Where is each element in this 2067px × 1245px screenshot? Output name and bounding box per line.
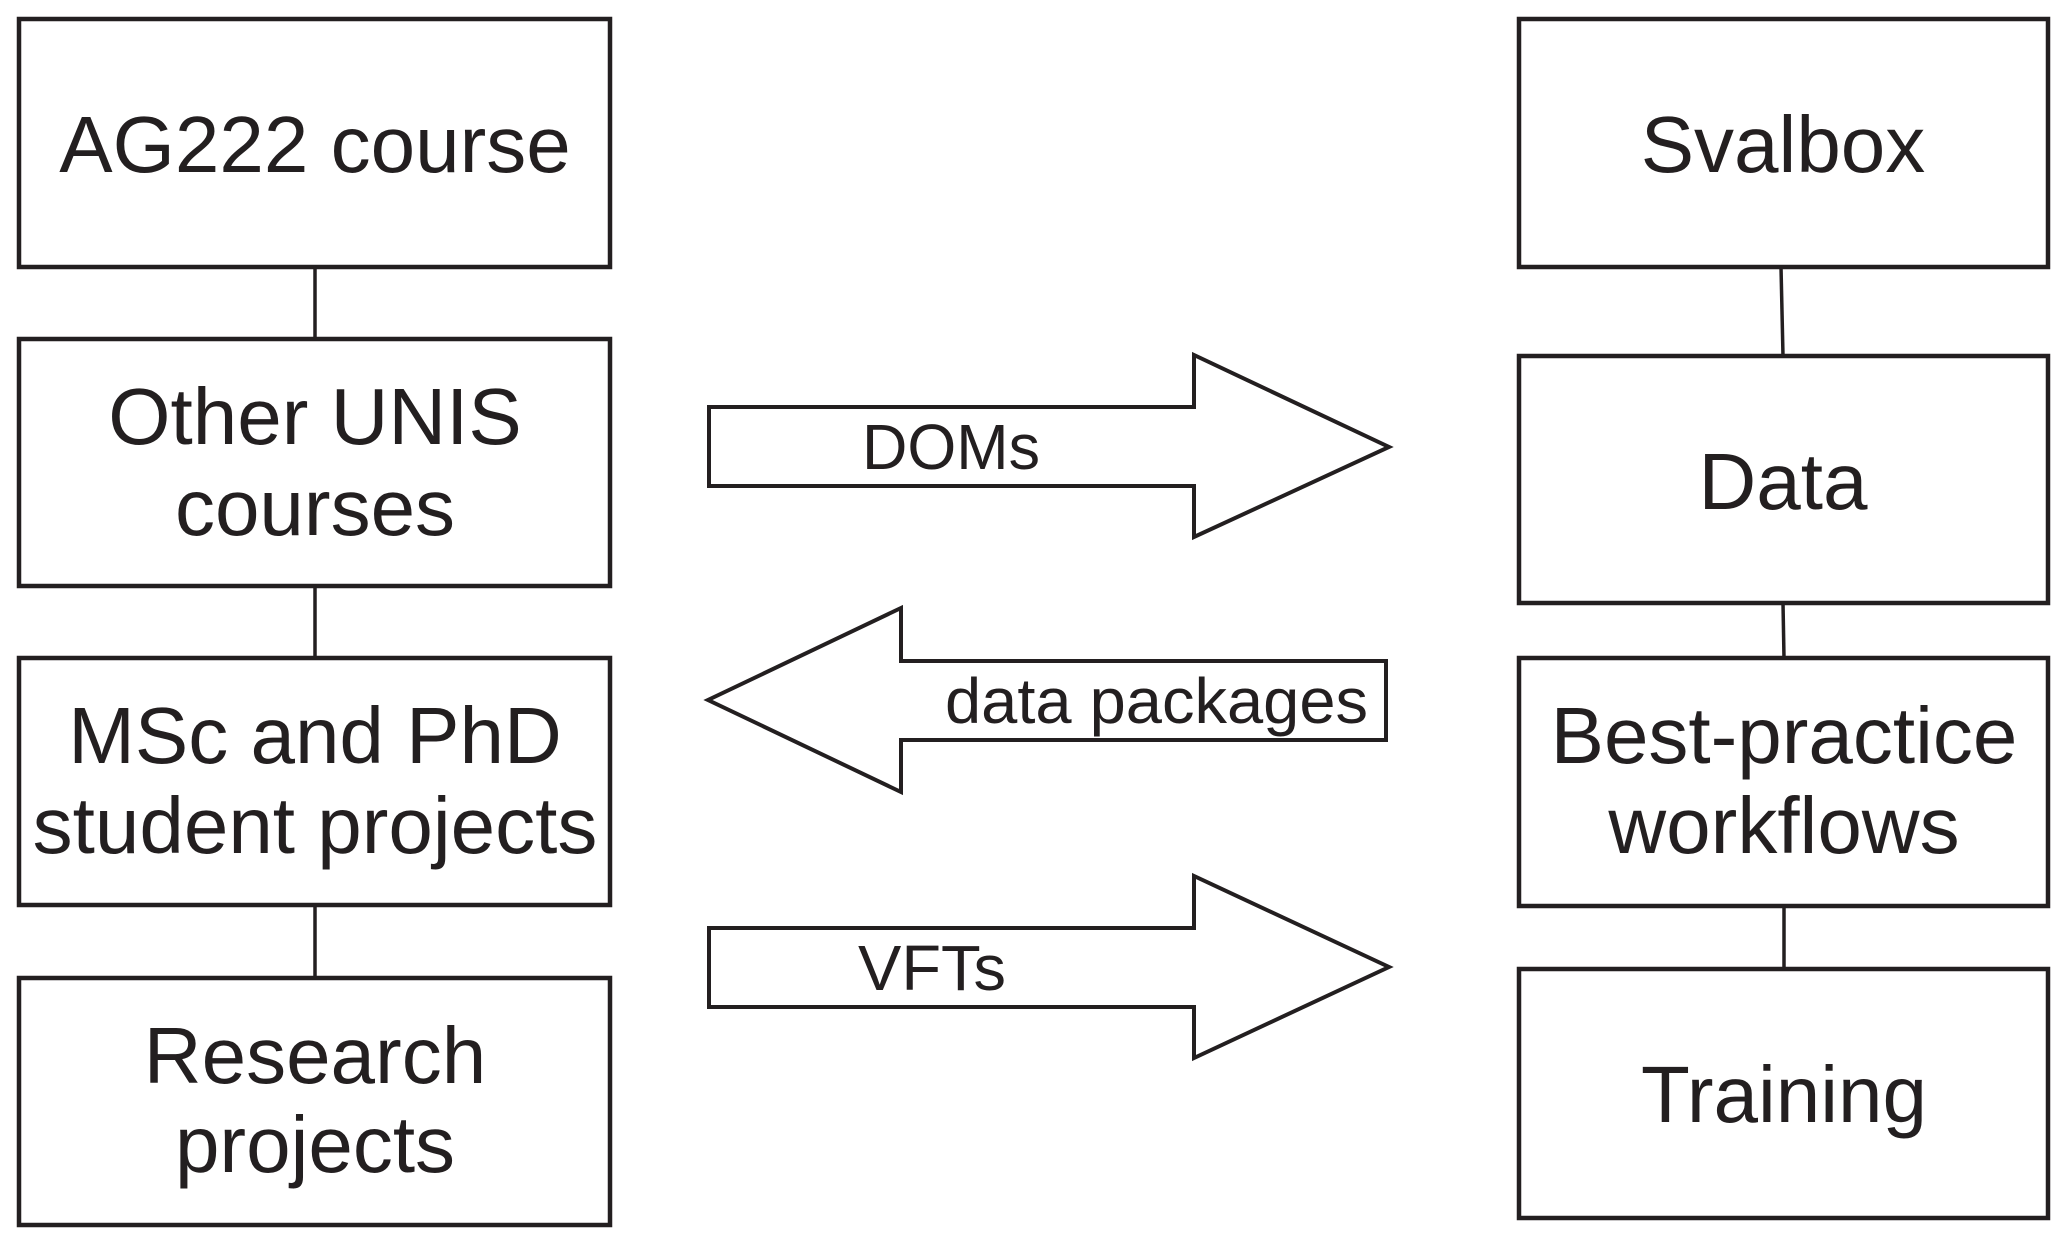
box-label-line-2: workflows: [1607, 781, 1959, 870]
box-svalbox: Svalbox: [1516, 16, 2051, 270]
box-msc-phd-projects: MSc and PhD student projects: [16, 655, 613, 908]
arrow-right-shape: [707, 351, 1394, 541]
arrow-label: data packages: [945, 665, 1368, 737]
box-label-line-1: Best-practice: [1551, 691, 2018, 780]
box-label-line-1: Other UNIS: [108, 372, 521, 461]
box-label: Data: [1699, 437, 1868, 526]
box-research-projects: Research projects: [16, 975, 613, 1228]
arrow-left-shape: [703, 604, 1388, 796]
box-other-unis-courses: Other UNIS courses: [16, 336, 613, 589]
box-best-practice-workflows: Best-practice workflows: [1516, 655, 2051, 909]
arrow-data-packages: data packages: [703, 604, 1388, 796]
box-label-line-2: projects: [175, 1100, 455, 1189]
box-label-line-1: MSc and PhD: [68, 691, 562, 780]
arrow-label: VFTs: [858, 932, 1006, 1004]
box-label: Svalbox: [1641, 100, 1926, 189]
box-training: Training: [1516, 966, 2051, 1221]
arrow-doms: DOMs: [707, 351, 1394, 541]
box-label-line-1: Research: [144, 1011, 486, 1100]
arrow-right-shape: [707, 872, 1394, 1062]
arrow-vfts: VFTs: [707, 872, 1394, 1062]
box-label: Training: [1641, 1050, 1927, 1139]
connector-data-best-practice: [1781, 602, 1786, 659]
arrow-label: DOMs: [862, 411, 1040, 483]
connector-svalbox-data: [1779, 266, 1785, 357]
box-label-line-2: courses: [175, 463, 455, 552]
box-label-line-2: student projects: [33, 781, 598, 870]
box-data: Data: [1516, 353, 2051, 606]
box-label: AG222 course: [59, 100, 570, 189]
box-ag222-course: AG222 course: [16, 16, 613, 270]
